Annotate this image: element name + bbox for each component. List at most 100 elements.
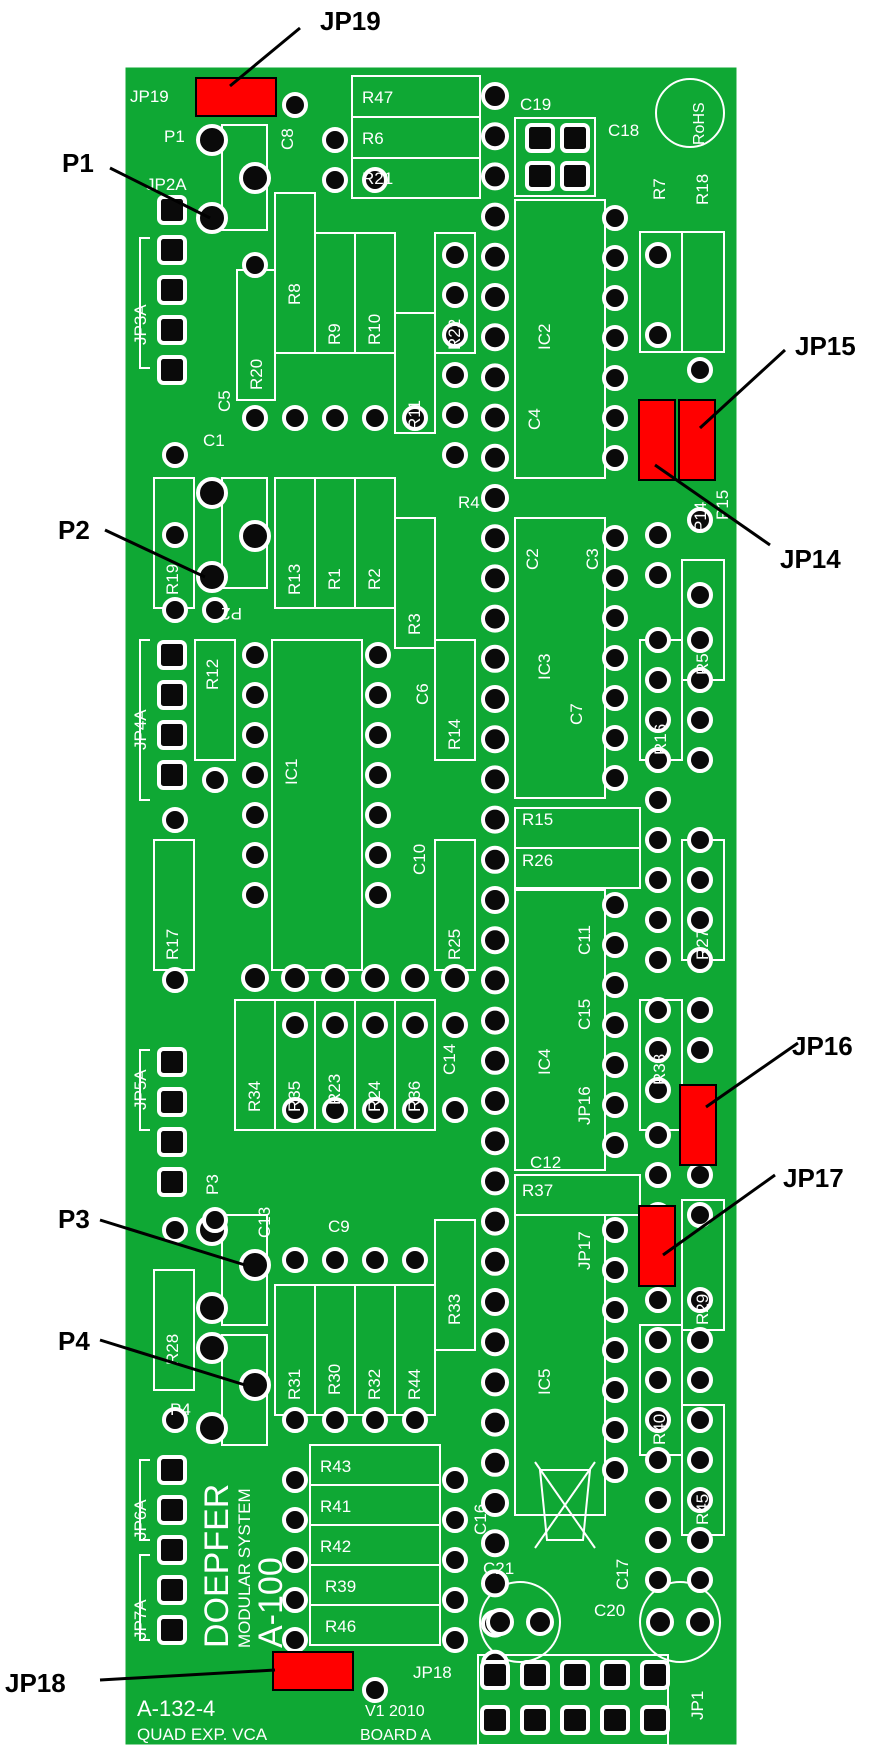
- solder-pad: [481, 162, 509, 191]
- label-r23: R23: [325, 1074, 344, 1105]
- solder-pad: [687, 867, 713, 893]
- solder-pad: [241, 964, 269, 992]
- label-r22: R22: [445, 319, 464, 350]
- solder-pad: [686, 1608, 714, 1636]
- solder-pad: [362, 1097, 388, 1123]
- solder-pad: [480, 1660, 510, 1690]
- solder-pad: [282, 1587, 308, 1613]
- callout-lines: [99, 26, 799, 1682]
- callout-jp15: JP15: [795, 331, 856, 361]
- label-c2: C2: [523, 548, 542, 570]
- label-r4: R4: [458, 493, 480, 512]
- solder-pad: [645, 562, 671, 588]
- label-ic4: IC4: [535, 1049, 554, 1075]
- solder-pad: [196, 124, 228, 156]
- solder-pad: [481, 685, 509, 713]
- solder-pad: [602, 1052, 628, 1078]
- solder-pad: [242, 252, 268, 278]
- label-r34: R34: [245, 1081, 264, 1112]
- solder-pad: [602, 365, 628, 391]
- solder-pad: [162, 1407, 188, 1433]
- solder-pad: [645, 867, 671, 893]
- solder-pad: [481, 484, 509, 512]
- solder-pad: [196, 1292, 228, 1324]
- callout-jp18: JP18: [5, 1668, 66, 1698]
- solder-pad: [645, 707, 671, 733]
- solder-pad: [481, 283, 509, 311]
- solder-pad: [441, 964, 469, 992]
- solder-pad: [202, 1207, 228, 1233]
- label-r44: R44: [405, 1369, 424, 1400]
- solder-pad: [645, 1122, 671, 1148]
- solder-pad: [645, 997, 671, 1023]
- solder-pad: [282, 1407, 308, 1433]
- solder-pad: [281, 964, 309, 992]
- solder-pad: [361, 964, 389, 992]
- label-r33: R33: [445, 1294, 464, 1325]
- label-c6: C6: [413, 683, 432, 705]
- label-r25: R25: [445, 929, 464, 960]
- label-r35: R35: [285, 1081, 304, 1112]
- solder-pad: [687, 507, 713, 533]
- jumpers: [195, 77, 717, 1691]
- solder-pad: [602, 205, 628, 231]
- solder-pad: [196, 202, 228, 234]
- solder-pad: [481, 966, 509, 995]
- solder-pad: [481, 1046, 509, 1075]
- solder-pad: [602, 1012, 628, 1038]
- label-c4: C4: [525, 408, 544, 430]
- brand-a100: A-100: [252, 1557, 290, 1648]
- solder-pad: [525, 161, 555, 191]
- solder-pad: [645, 947, 671, 973]
- solder-pad: [157, 275, 187, 305]
- solder-pad: [481, 363, 509, 392]
- solder-pad: [401, 964, 429, 992]
- label-r36: R36: [405, 1081, 424, 1112]
- callout-jp14: JP14: [780, 544, 841, 574]
- callout-p1: P1: [62, 148, 94, 178]
- solder-pad: [645, 1527, 671, 1553]
- solder-pad: [239, 1369, 271, 1401]
- solder-pad: [602, 525, 628, 551]
- solder-pad: [687, 1287, 713, 1313]
- solder-pad: [322, 167, 348, 193]
- solder-pad: [202, 767, 228, 793]
- solder-pad: [365, 762, 391, 788]
- solder-pad: [645, 1447, 671, 1473]
- solder-pad: [442, 442, 468, 468]
- label-r8: R8: [285, 283, 304, 305]
- label-r24: R24: [365, 1081, 384, 1112]
- solder-pad: [602, 445, 628, 471]
- solder-pad: [481, 604, 509, 633]
- solder-pad: [162, 807, 188, 833]
- solder-pad: [645, 627, 671, 653]
- label-r14: R14: [445, 719, 464, 750]
- solder-pad: [602, 1297, 628, 1323]
- solder-pad: [481, 443, 509, 472]
- solder-pad: [687, 1407, 713, 1433]
- solder-pad: [645, 1327, 671, 1353]
- solder-pad: [322, 1097, 348, 1123]
- solder-pad: [687, 907, 713, 933]
- solder-pad: [645, 1287, 671, 1313]
- component-outlines: [139, 75, 725, 1746]
- solder-pad: [362, 405, 388, 431]
- solder-pad: [600, 1660, 630, 1690]
- label-c13: C13: [255, 1207, 274, 1238]
- label-c19: C19: [520, 95, 551, 114]
- solder-pad: [157, 355, 187, 385]
- solder-pad: [602, 1377, 628, 1403]
- solder-pad: [365, 642, 391, 668]
- board-subtitle: QUAD EXP. VCA: [137, 1725, 268, 1744]
- label-r19: R19: [163, 564, 182, 595]
- pcb-board: [122, 64, 740, 1746]
- label-c18: C18: [608, 121, 639, 140]
- label-r37: R37: [522, 1181, 553, 1200]
- solder-pad: [242, 762, 268, 788]
- solder-pad: [687, 1527, 713, 1553]
- solder-pad: [481, 926, 509, 955]
- label-r5: R5: [693, 653, 712, 675]
- label-jp5a: JP5A: [131, 1069, 150, 1110]
- solder-pad: [365, 842, 391, 868]
